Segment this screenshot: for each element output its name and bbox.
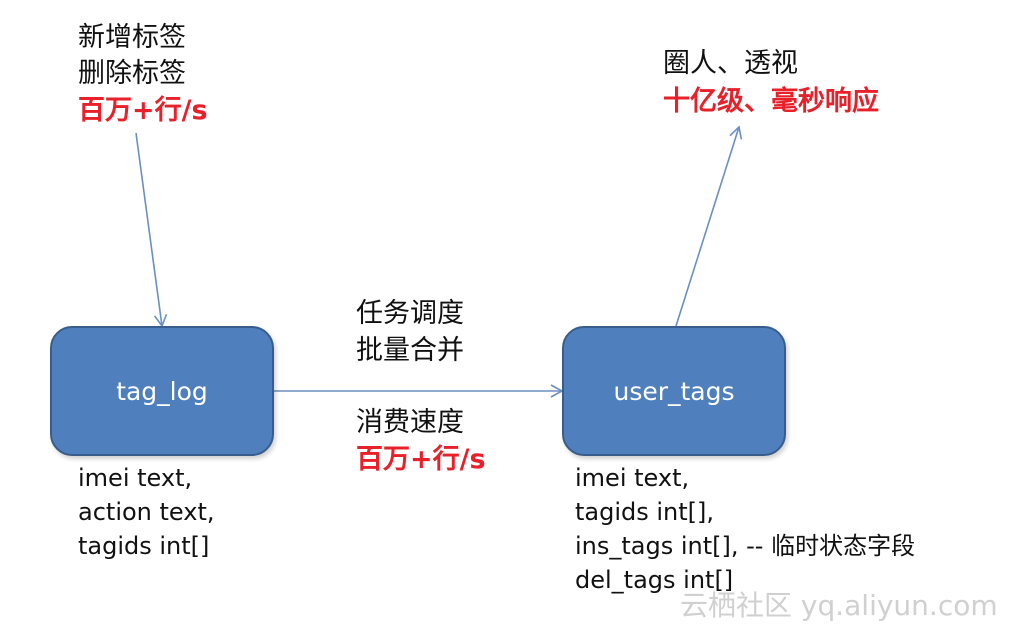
output-op-selection: 圈人、透视 <box>663 48 798 79</box>
tag-log-box: tag_log <box>50 326 274 456</box>
arrow-user-tags-to-output <box>675 125 743 327</box>
field: action text, <box>78 498 215 526</box>
field: ins_tags int[], -- 临时状态字段 <box>575 532 916 560</box>
field: imei text, <box>575 464 690 492</box>
tag-log-label: tag_log <box>116 376 208 406</box>
middle-consume-speed: 消费速度 <box>356 407 464 438</box>
field: tagids int[] <box>78 532 210 560</box>
user-tags-fields: imei text, tagids int[], ins_tags int[],… <box>575 461 915 597</box>
user-tags-label: user_tags <box>613 376 735 406</box>
field: tagids int[], <box>575 498 715 526</box>
tag-log-fields: imei text, action text, tagids int[] <box>78 461 215 563</box>
input-op-delete-tags: 删除标签 <box>78 58 186 89</box>
input-op-add-tags: 新增标签 <box>78 22 186 53</box>
user-tags-box: user_tags <box>562 326 786 456</box>
watermark: 云栖社区 yq.aliyun.com <box>680 589 998 622</box>
middle-rate: 百万+行/s <box>356 444 486 475</box>
field: imei text, <box>78 464 193 492</box>
middle-batch-merge: 批量合并 <box>356 335 464 366</box>
output-performance: 十亿级、毫秒响应 <box>663 86 879 117</box>
field: del_tags int[] <box>575 566 734 594</box>
arrow-input-to-tag-log <box>135 132 168 328</box>
middle-task-scheduling: 任务调度 <box>356 298 464 329</box>
input-rate: 百万+行/s <box>78 95 208 126</box>
